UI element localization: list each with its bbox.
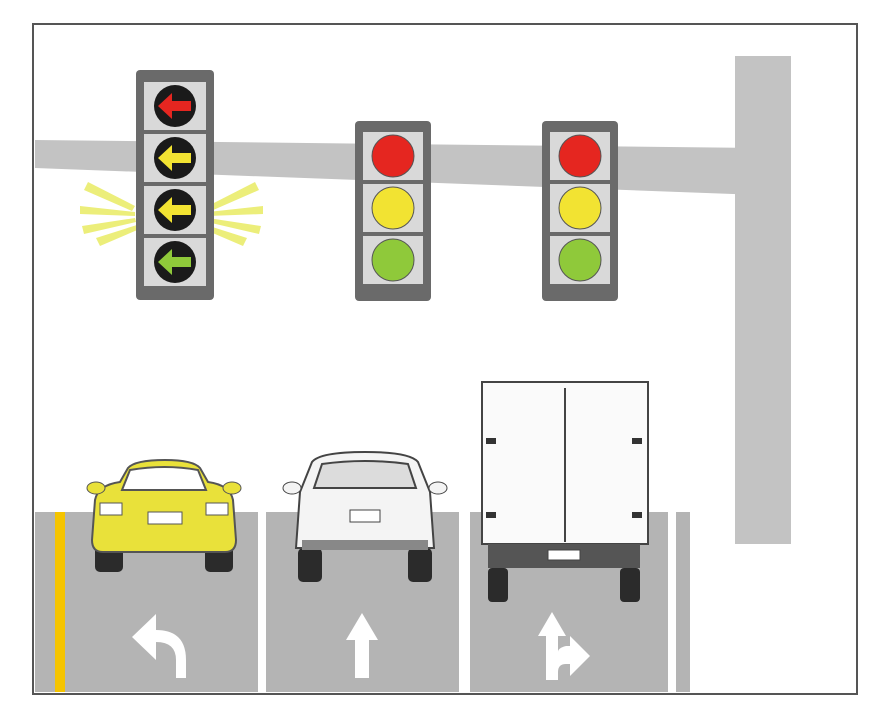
green-arrow-icon [158, 249, 191, 275]
left-turn-signal [80, 70, 263, 300]
red-light [558, 134, 602, 178]
hinge [486, 438, 496, 444]
straight-arrow-marking [346, 613, 378, 678]
license-plate [547, 549, 581, 561]
yellow-light [371, 186, 415, 230]
rear-window [120, 466, 208, 491]
hinge [486, 512, 496, 518]
yellow-car [86, 458, 242, 572]
license-plate [147, 511, 183, 525]
green-light [558, 238, 602, 282]
side-mirror [428, 481, 448, 495]
license-plate [349, 509, 381, 523]
through-signal-1 [355, 121, 431, 301]
tire [488, 568, 508, 602]
left-turn-arrow-marking [132, 614, 186, 678]
tire [620, 568, 640, 602]
yellow-arrow-icon [158, 197, 191, 223]
lane-divider-dash-1 [459, 512, 470, 600]
yellow-edge-line [55, 512, 65, 692]
right-edge-line [668, 512, 676, 692]
mast-pole [735, 56, 791, 544]
yellow-arrow-icon [158, 145, 191, 171]
box-truck [481, 381, 649, 602]
hinge [632, 512, 642, 518]
flash-rays-right [201, 182, 263, 246]
flash-rays-left [80, 182, 142, 246]
lane-divider-dash-2 [459, 638, 470, 692]
red-arrow-icon [158, 93, 191, 119]
bumper [302, 540, 428, 550]
side-mirror [86, 481, 106, 495]
hinge [632, 438, 642, 444]
tail-light [99, 502, 123, 516]
pavement-markings [132, 612, 590, 680]
yellow-light [558, 186, 602, 230]
rear-window [312, 460, 418, 489]
tail-light [205, 502, 229, 516]
straight-right-arrow-marking [538, 612, 590, 680]
through-signal-2 [542, 121, 618, 301]
side-mirror [282, 481, 302, 495]
white-car [282, 450, 448, 582]
tire [408, 548, 432, 582]
side-mirror [222, 481, 242, 495]
diagram-frame [32, 23, 858, 695]
red-light [371, 134, 415, 178]
tire [298, 548, 322, 582]
green-light [371, 238, 415, 282]
lane-divider-solid [258, 512, 266, 692]
